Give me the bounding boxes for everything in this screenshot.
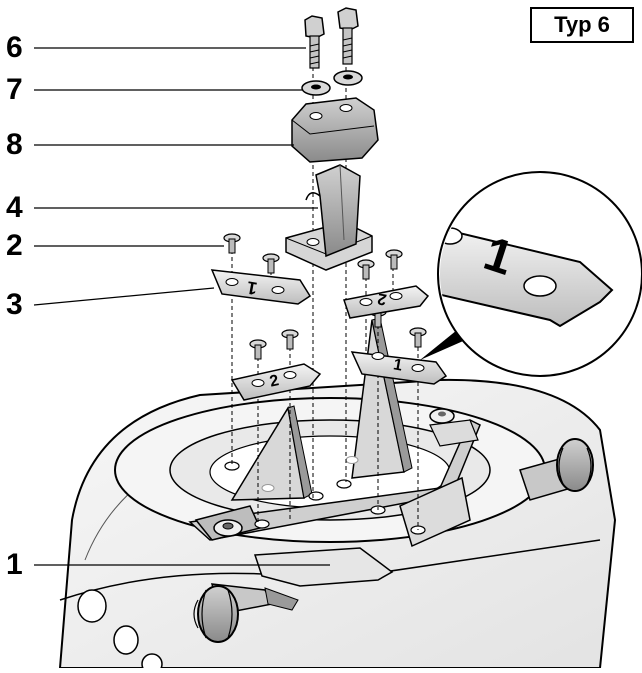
callout-6: 6 bbox=[6, 31, 23, 64]
spacer-plate-left-top: 1 bbox=[210, 269, 312, 305]
plate-number: 2 bbox=[376, 289, 388, 307]
screw bbox=[249, 339, 267, 360]
bolt bbox=[304, 15, 325, 69]
screw bbox=[281, 329, 299, 350]
side-hole bbox=[113, 625, 139, 655]
washer bbox=[333, 70, 363, 86]
guide-plate bbox=[253, 547, 394, 587]
plate-number: 1 bbox=[245, 277, 258, 298]
spacer-plate-right-top: 2 bbox=[343, 285, 430, 319]
washer bbox=[301, 80, 331, 96]
side-hole bbox=[141, 653, 163, 673]
screw bbox=[357, 259, 375, 280]
adjustment-knob bbox=[519, 438, 594, 501]
adjustment-knob bbox=[193, 583, 299, 643]
type-badge: Typ 6 bbox=[530, 7, 634, 43]
screw bbox=[262, 253, 280, 274]
screw bbox=[223, 233, 241, 254]
screw bbox=[385, 249, 403, 270]
spacer-plate-right-lower: 1 bbox=[350, 351, 448, 385]
holder-bracket bbox=[285, 164, 373, 271]
callout-4: 4 bbox=[6, 191, 23, 224]
bolt bbox=[337, 7, 359, 65]
callout-3: 3 bbox=[6, 288, 23, 321]
cover-block bbox=[291, 97, 379, 163]
leader-3 bbox=[33, 287, 215, 306]
screw bbox=[409, 327, 427, 348]
side-hole bbox=[77, 589, 107, 623]
spacer-plate-left-lower: 2 bbox=[230, 363, 322, 401]
leader-lines bbox=[33, 47, 330, 566]
callout-2: 2 bbox=[6, 229, 23, 262]
callout-8: 8 bbox=[6, 128, 23, 161]
callout-1: 1 bbox=[6, 548, 23, 581]
plate-number: 1 bbox=[392, 356, 404, 374]
callout-7: 7 bbox=[6, 73, 23, 106]
detail-magnifier: 1 bbox=[420, 171, 642, 377]
mounting-ring bbox=[114, 397, 546, 543]
plate-number: 2 bbox=[268, 372, 280, 390]
